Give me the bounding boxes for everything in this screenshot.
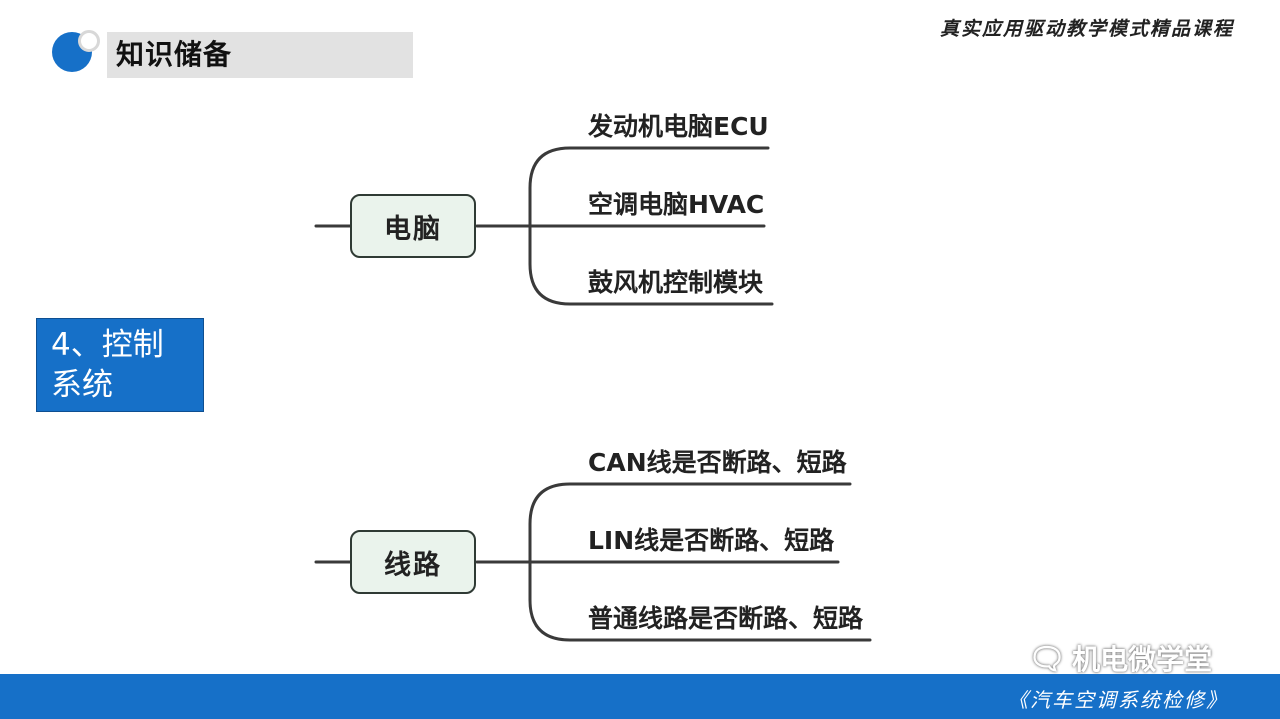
branch-2-1 [528,482,852,564]
branch-2-3 [528,560,872,642]
footer-bar [0,674,1280,719]
leaf-lin-line: LIN线是否断路、短路 [588,526,835,555]
topic-line-2: 系统 [51,367,113,403]
leaf-blower-module: 鼓风机控制模块 [588,268,764,297]
section-title-bar [107,32,413,78]
section-title: 知识储备 [116,38,233,71]
leaf-engine-ecu: 发动机电脑ECU [588,112,769,141]
wechat-icon: 🗨 [1028,642,1067,677]
course-slogan: 真实应用驱动教学模式精品课程 [939,18,1234,40]
leaf-hvac-ecu: 空调电脑HVAC [588,190,765,219]
topic-box: 4、控制 系统 [36,318,204,412]
logo-dot [78,30,100,52]
branch-1-3 [528,224,774,306]
node-computer: 电脑 [350,194,476,258]
node-wiring: 线路 [350,530,476,594]
branch-1-1 [528,146,770,228]
watermark-text: 机电微学堂 [1072,643,1213,676]
leaf-can-line: CAN线是否断路、短路 [588,448,847,477]
course-title: 《汽车空调系统检修》 [1008,688,1228,712]
watermark: 🗨 机电微学堂 [1028,642,1212,678]
leaf-normal-line: 普通线路是否断路、短路 [588,604,864,633]
topic-line-1: 4、控制 [51,327,164,363]
